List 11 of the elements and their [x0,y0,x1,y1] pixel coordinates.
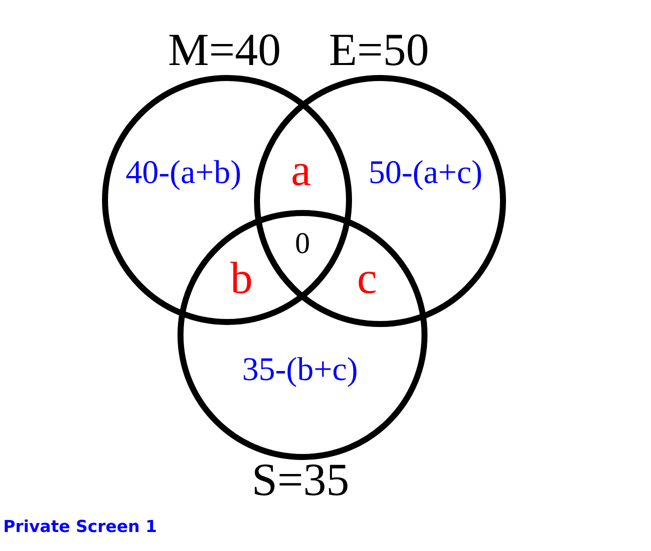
region-label: a [292,164,310,186]
region-label: 50-(a+c) [370,160,481,190]
screen-label: Private Screen 1 [4,519,156,532]
region-label: c [358,272,376,294]
region-label: 0 [296,233,309,254]
set-label: E=50 [330,34,428,66]
set-label: M=40 [169,34,280,66]
region-label: b [230,262,252,294]
region-label: 35-(b+c) [244,357,356,388]
region-label: 40-(a+b) [126,160,240,190]
set-label: S=35 [254,464,348,496]
